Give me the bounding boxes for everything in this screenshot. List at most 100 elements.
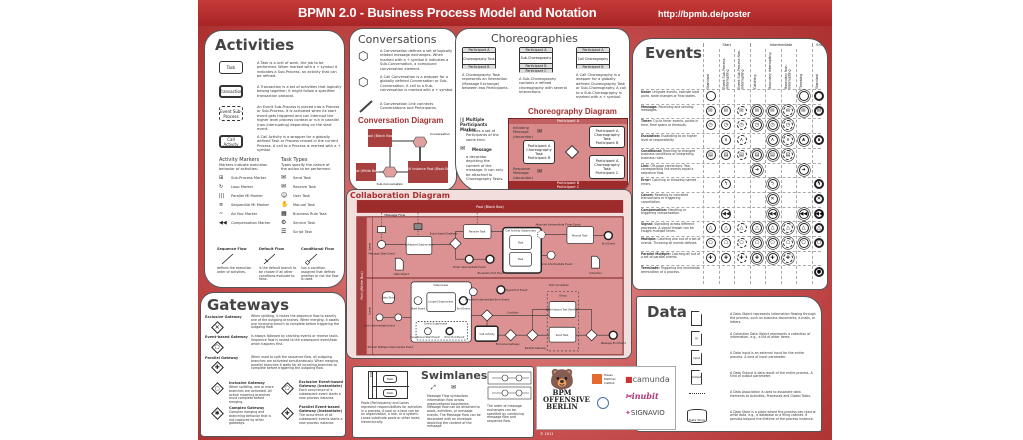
event-symbol-parallelmultiple-icon: ✚ (705, 252, 716, 263)
label-msg-start: Message Start Event (368, 251, 394, 255)
row-divider (641, 147, 821, 149)
pool-black-box-label: Pool (Black Box) (476, 205, 504, 209)
event-symbol-signal-icon: △ (721, 223, 731, 234)
event-symbol-signal-icon: △ (752, 223, 762, 234)
event-group-header: Intermediate (749, 43, 812, 47)
collapsed-subprocess (405, 236, 433, 255)
collaboration-diagram: Collaboration Diagram Pool (Black Box) P… (350, 191, 626, 356)
exclusive-gateway (504, 329, 517, 342)
response-envelope-icon: ✉ (537, 168, 543, 175)
gateway-name: Parallel Event-based Gateway (instantiat… (299, 405, 343, 413)
gateway-desc: When used to split the sequence flow, al… (251, 355, 338, 371)
link-intermediate-event (546, 250, 556, 260)
gateway-glyph: ✱ (214, 409, 220, 417)
event-symbol-signal-icon: △ (814, 223, 824, 234)
poster-url[interactable]: http://bpmb.de/poster (658, 9, 751, 19)
poster-title: BPMN 2.0 - Business Process Model and No… (298, 5, 597, 20)
event-column-header: Standard (814, 74, 819, 89)
event-row-text: Catching all out of a set of parallel ev… (641, 251, 701, 260)
event-row-name: Terminate: (641, 266, 660, 271)
task-top: Participant A (595, 129, 619, 133)
conversation-link-icon (359, 100, 373, 113)
pool-lane-example: Pool Task Task (368, 371, 409, 399)
label-collapsed: Collapsed Subprocess (405, 242, 434, 246)
event-symbol-parallelmultiple-icon: ✚ (721, 252, 731, 263)
event-row-name: Escalation: (641, 134, 661, 139)
event-row-desc: Signal: Signalling across different proc… (641, 222, 701, 234)
column-divider (718, 49, 720, 284)
event-symbol-parallelmultiple-icon: ✚ (752, 252, 762, 263)
marker-label: Compensation Marker (231, 221, 271, 225)
event-symbol-escalation-icon: ∧ (783, 135, 793, 146)
task-top: Participant A (595, 159, 619, 163)
initiating-envelope-icon: ✉ (537, 128, 543, 135)
choreo-participant-a-band: Participant A (509, 119, 627, 124)
event-row-text: Triggering the immediate termination of … (641, 266, 700, 274)
data-association-arrow-icon (689, 393, 705, 394)
event-symbol-message-icon: ✉ (814, 105, 824, 116)
event-column-header: Boundary Non-Interrupting (783, 64, 792, 89)
event-row-name: Signal: (641, 222, 654, 227)
call-conversation-desc: A Call Conversation is a wrapper for a g… (380, 75, 454, 93)
event-symbol-multiple-icon: ⬠ (814, 238, 824, 248)
inner-task-1 (509, 235, 532, 250)
task-type-label: Service Task (293, 221, 316, 225)
multiple-participants-desc: denotes a set of Participants of the sam… (466, 129, 499, 142)
choreography-desc: A Sub-Choreography contains a refined ch… (519, 77, 567, 95)
parallel-gateway (526, 329, 539, 342)
event-symbol-multiple-icon: ⬠ (783, 238, 793, 248)
data-desc: A Collection Data Object represents a co… (730, 331, 811, 340)
task-shape: Task (219, 61, 243, 74)
event-row-desc: Cancel: Reacting to cancelled transactio… (641, 193, 701, 205)
flow-arrow-icon (221, 253, 234, 265)
gateway-name: Parallel Gateway (205, 356, 239, 360)
event-symbol-link-icon: ➜ (752, 164, 762, 175)
lane-task-1: Task (383, 375, 397, 383)
event-row-name: Compensation: (641, 207, 668, 212)
data-title: Data (647, 303, 687, 321)
looped-subprocess (426, 292, 456, 312)
message-start-event (377, 240, 386, 249)
event-row-text: Catching one out of a set of events. Thr… (641, 237, 701, 245)
column-divider (811, 49, 813, 284)
camunda-logo: ■camunda (625, 375, 670, 384)
conversation-hexagon-icon: ⬡ (358, 49, 369, 63)
task-type-item: ⚙Service Task (281, 220, 341, 228)
message-title: Message (472, 147, 492, 152)
column-divider (765, 49, 766, 284)
deer-icon: ✦ (625, 409, 631, 417)
event-symbol-escalation-icon: ∧ (721, 135, 731, 146)
marker-icon: ~ (219, 211, 224, 217)
transaction-desc: A Transaction is a set of activities tha… (257, 85, 342, 98)
label-attached-timer: Attached Intermediate Timer Event (536, 223, 581, 227)
multi-instance-task (548, 301, 577, 318)
event-column-header: Event Sub-Process Non-Interrupting (737, 49, 745, 89)
event-symbol-escalation-icon: ∧ (767, 135, 778, 146)
swimlanes-desc-message-flow: Message Flow symbolizes information flow… (427, 394, 481, 429)
pool-black-box (368, 129, 392, 147)
data-desc: A Data Output is data result of the enti… (730, 370, 813, 379)
swimlanes-panel: Pool Task Task Swimlanes ⤢ ✉ Pools (Part… (352, 366, 534, 438)
label-text-annotation: Text Annotation (549, 283, 569, 287)
event-row-desc: Link: Off-page connectors. Two correspon… (641, 163, 701, 176)
task-type-item: ✉Receive Task (281, 184, 341, 192)
gateway-name: Exclusive Gateway (205, 315, 242, 319)
label-excl-gw: Exclusive Gateway (496, 342, 520, 346)
activities-title: Activities (215, 36, 295, 54)
data-object-icon (691, 311, 702, 326)
task-type-item: ☰Script Task (281, 229, 341, 237)
gateway-desc: When splitting, one or more branches are… (229, 385, 274, 405)
signavio-logo: ✦SIGNAVIO (625, 409, 665, 417)
event-row-name: Conditional: (641, 148, 663, 153)
event-row-name: Link: (641, 163, 650, 168)
column-divider (749, 49, 751, 284)
call-activity-desc: A Call Activity is a wrapper for a globa… (257, 135, 341, 153)
participant-bottom: Participant B (577, 64, 609, 69)
row-divider (641, 162, 821, 164)
parallel-gateway-join (585, 329, 598, 342)
choreography-diagram: Participant A Initiating Message (decora… (508, 118, 628, 192)
event-symbol-multiple-icon: ⬠ (736, 238, 747, 248)
collection-data-object-icon: ||| (691, 330, 702, 346)
